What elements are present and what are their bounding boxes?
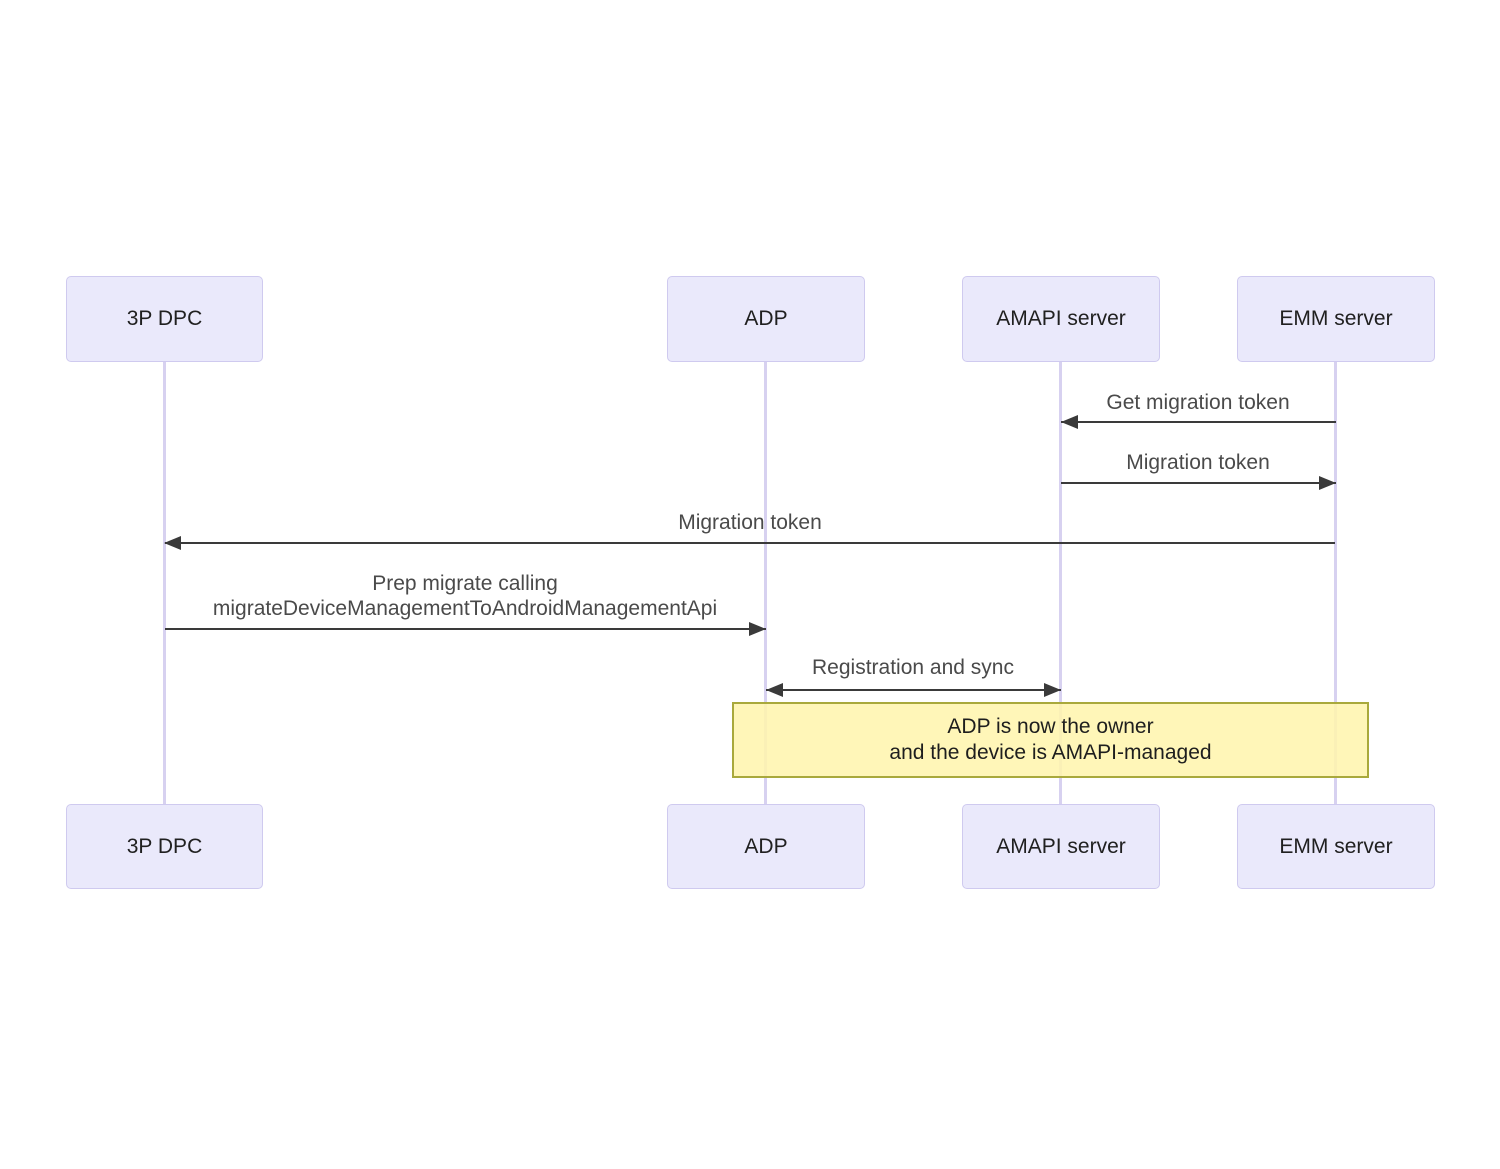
arrowhead-right-icon [749,622,766,636]
message-label-line: Prep migrate calling [372,572,558,595]
actor-3p-dpc-bottom: 3P DPC [66,804,263,889]
arrowhead-right-icon [1319,476,1336,490]
arrowhead-right-icon [1044,683,1061,697]
arrowhead-left-icon [766,683,783,697]
actor-label: EMM server [1279,307,1393,330]
actor-amapi-server-top: AMAPI server [962,276,1160,362]
message-line-migration-token-1 [1061,482,1336,484]
lifeline-emm-server [1334,362,1337,804]
message-label-prep-migrate: Prep migrate calling migrateDeviceManage… [165,571,765,621]
lifeline-amapi-server [1059,362,1062,804]
message-label-migration-token-1: Migration token [1126,451,1270,474]
actor-label: ADP [744,834,788,858]
lifeline-adp [764,362,767,804]
note-line: and the device is AMAPI-managed [889,741,1212,764]
note-adp-owner: ADP is now the owner and the device is A… [732,702,1369,778]
arrowhead-left-icon [1061,415,1078,429]
lifeline-3p-dpc [163,362,166,804]
message-line-prep-migrate [165,628,766,630]
message-label-line: migrateDeviceManagementToAndroidManageme… [212,597,718,620]
actor-adp-top: ADP [667,276,865,362]
actor-amapi-server-bottom: AMAPI server [962,804,1160,889]
message-label-get-migration-token: Get migration token [1106,391,1290,414]
note-line: ADP is now the owner [947,715,1154,738]
actor-label: 3P DPC [126,307,203,330]
message-label-migration-token-2: Migration token [678,511,822,534]
message-line-migration-token-2 [165,542,1335,544]
actor-adp-bottom: ADP [667,804,865,889]
message-label-registration-and-sync: Registration and sync [812,656,1014,679]
actor-label: EMM server [1279,834,1393,858]
actor-label: AMAPI server [996,307,1126,330]
message-line-get-migration-token [1061,421,1336,423]
actor-emm-server-top: EMM server [1237,276,1435,362]
actor-label: ADP [744,307,788,330]
message-line-registration-and-sync [766,689,1061,691]
arrowhead-left-icon [164,536,181,550]
actor-label: AMAPI server [996,834,1126,858]
actor-emm-server-bottom: EMM server [1237,804,1435,889]
actor-label: 3P DPC [126,834,203,858]
actor-3p-dpc-top: 3P DPC [66,276,263,362]
